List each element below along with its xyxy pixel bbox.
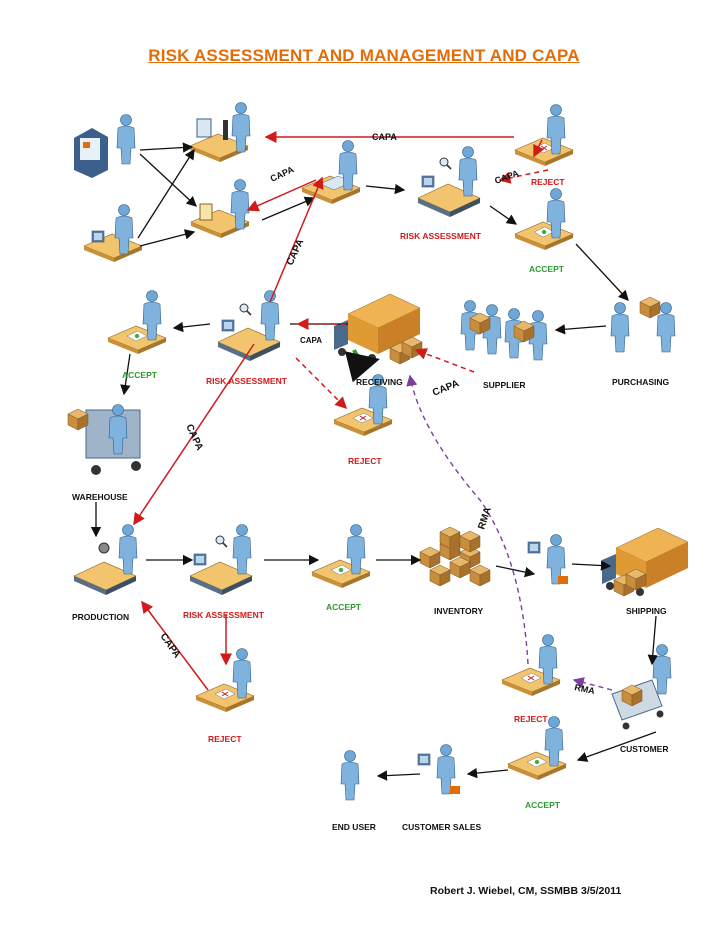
inspection-workstation-icon [189, 102, 251, 163]
customer-sales-person-icon [417, 744, 460, 795]
customer-cart-icon [611, 644, 672, 730]
purchasing-label: PURCHASING [612, 377, 670, 387]
reject-label: REJECT [348, 456, 382, 466]
design-workstation-icon [190, 179, 250, 239]
inventory-boxes-icon [419, 526, 491, 587]
accept-desk-icon [507, 716, 567, 781]
production-conveyor-icon [73, 524, 138, 596]
purchasing-people-icon [610, 296, 676, 353]
risk-assessment-conveyor-icon [189, 524, 253, 596]
customer-sales-label: CUSTOMER SALES [402, 822, 482, 832]
reject-label: REJECT [514, 714, 548, 724]
receiving-label: RECEIVING [356, 377, 403, 387]
risk-assessment-label: RISK ASSESSMENT [206, 376, 287, 386]
warehouse-label: WAREHOUSE [72, 492, 128, 502]
author-credit: Robert J. Wiebel, CM, SSMBB 3/5/2011 [430, 885, 622, 897]
end-user-label: END USER [332, 822, 376, 832]
capa-label: CAPA [183, 423, 205, 453]
rma-label: RMA [574, 682, 597, 696]
reject-label: REJECT [531, 177, 565, 187]
risk-assessment-label: RISK ASSESSMENT [400, 231, 481, 241]
inventory-label: INVENTORY [434, 606, 484, 616]
accept-desk-icon [514, 188, 574, 251]
accept-desk-icon [311, 524, 371, 589]
red-arrows [133, 131, 549, 691]
capa-label: CAPA [431, 378, 461, 399]
end-user-person-icon [340, 750, 360, 801]
shipping-truck-icon [601, 527, 689, 597]
shipping-label: SHIPPING [626, 606, 667, 616]
accept-label: ACCEPT [529, 264, 564, 274]
planning-monitor-icon [74, 114, 136, 178]
capa-label: CAPA [493, 168, 520, 186]
risk-assessment-label: RISK ASSESSMENT [183, 610, 264, 620]
page-title: RISK ASSESSMENT AND MANAGEMENT AND CAPA [148, 46, 580, 65]
reject-desk-icon [514, 104, 574, 167]
reject-desk-icon [195, 648, 255, 713]
sales-person-icon [527, 534, 568, 585]
reject-desk-icon [501, 634, 561, 697]
accept-label: ACCEPT [525, 800, 560, 810]
rma-label: RMA [476, 506, 494, 531]
risk-assessment-conveyor-icon [417, 146, 481, 218]
capa-label: CAPA [158, 631, 183, 660]
flow-arrows [90, 142, 658, 781]
capa-label: CAPA [285, 238, 307, 268]
engineer-computer-icon [83, 204, 143, 263]
production-label: PRODUCTION [72, 612, 130, 622]
accept-label: ACCEPT [326, 602, 361, 612]
accept-label: ACCEPT [122, 370, 157, 380]
rma-arrows [406, 374, 613, 691]
accept-desk-icon [107, 290, 167, 355]
warehouse-forklift-icon [67, 404, 141, 475]
delivery-truck-icon [333, 293, 423, 383]
capa-label: CAPA [300, 336, 322, 345]
supplier-group-icon [460, 300, 548, 361]
supplier-label: SUPPLIER [483, 380, 526, 390]
capa-label: CAPA [372, 132, 397, 142]
customer-label: CUSTOMER [620, 744, 669, 754]
reject-label: REJECT [208, 734, 242, 744]
capa-label: CAPA [269, 164, 296, 184]
keyboard-workstation-icon [301, 140, 361, 205]
